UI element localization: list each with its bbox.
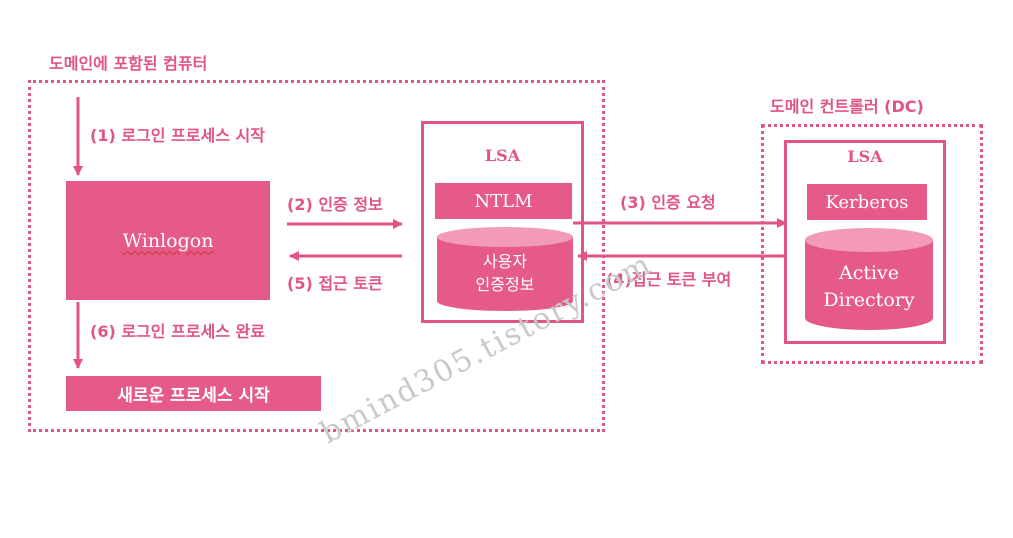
active-directory-line1: Active (838, 262, 900, 284)
user-credentials-line1: 사용자 (482, 252, 528, 271)
ntlm-label: NTLM (474, 190, 533, 212)
user-credentials-label: 사용자 인증정보 (435, 250, 575, 296)
lsa-local-title: LSA (484, 146, 521, 165)
domain-controller-box (761, 124, 983, 364)
new-process-label: 새로운 프로세스 시작 (117, 386, 270, 406)
step-2-label: (2) 인증 정보 (287, 195, 383, 214)
user-credentials-line2: 인증정보 (475, 275, 535, 294)
kerberos-box: Kerberos (807, 184, 927, 220)
step-3-label: (3) 인증 요청 (620, 193, 716, 212)
step-4-label: (4)접근 토큰 부여 (606, 270, 732, 289)
lsa-dc-title: LSA (847, 147, 883, 166)
winlogon-box: Winlogon (66, 181, 270, 300)
active-directory-line2: Directory (823, 289, 915, 311)
ntlm-box: NTLM (435, 183, 572, 219)
kerberos-label: Kerberos (825, 191, 909, 213)
active-directory-label: Active Directory (803, 260, 935, 314)
step-5-label: (5) 접근 토큰 (287, 274, 383, 293)
step-1-label: (1) 로그인 프로세스 시작 (90, 126, 265, 145)
user-credentials-db (437, 227, 573, 311)
step-6-label: (6) 로그인 프로세스 완료 (90, 322, 265, 341)
domain-controller-title: 도메인 컨트롤러 (DC) (770, 97, 924, 116)
active-directory-db (805, 228, 933, 330)
new-process-box: 새로운 프로세스 시작 (66, 376, 321, 411)
domain-computer-title: 도메인에 포함된 컴퓨터 (49, 54, 208, 73)
winlogon-label: Winlogon (122, 229, 214, 252)
